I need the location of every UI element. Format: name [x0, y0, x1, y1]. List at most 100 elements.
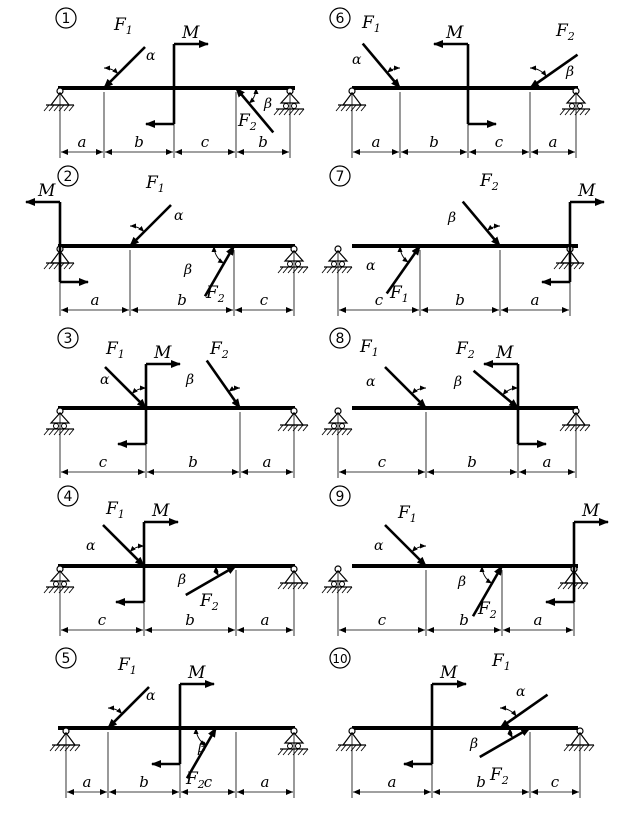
force-1-subscript: 1 — [118, 508, 125, 521]
variant-number: 4 — [64, 489, 73, 505]
force-1-arrow — [499, 693, 549, 730]
roller-support — [321, 245, 353, 274]
segment-label: c — [551, 773, 560, 791]
angle-alpha-label: α — [146, 688, 156, 704]
variant-number-circle — [329, 485, 351, 507]
ground-hatch — [302, 424, 309, 432]
variant-number-circle — [57, 165, 79, 187]
pin-support — [563, 727, 595, 752]
roller-support — [321, 565, 353, 594]
segment-label: a — [372, 133, 381, 151]
moment-label: M — [577, 181, 596, 201]
pin-support — [49, 727, 81, 752]
force-2-label: F2 — [185, 769, 205, 791]
moment-label: M — [153, 343, 172, 363]
ground-hatch — [48, 262, 55, 270]
force-1-arrow — [107, 686, 150, 729]
angle-arc-alpha — [386, 65, 401, 74]
moment-couple: M — [117, 343, 181, 448]
moment-couple: M — [541, 181, 605, 286]
roller-wheel — [53, 581, 59, 587]
ground-hatch — [577, 582, 584, 590]
variant-number: 6 — [336, 11, 345, 27]
roller-wheel — [295, 743, 301, 749]
angle-alpha-label: α — [352, 52, 362, 68]
moment-couple: M — [403, 663, 467, 768]
segment-label: c — [99, 453, 108, 471]
force-1-arrow — [384, 366, 427, 409]
roller-wheel — [287, 261, 293, 267]
roller-wheel — [339, 261, 345, 267]
ground-hatch — [558, 262, 565, 270]
variant-number-circle — [329, 165, 351, 187]
ground-hatch — [53, 586, 60, 594]
ground-hatch — [321, 428, 328, 436]
angle-arc-alpha — [411, 385, 427, 395]
force-1-letter: F — [359, 337, 373, 357]
segment-label: a — [83, 773, 92, 791]
ground-hatch — [331, 266, 338, 274]
force-1-label: F1 — [397, 503, 417, 525]
moment-couple: M — [25, 181, 89, 286]
force-2-label: F2 — [479, 171, 499, 193]
ground-hatch — [588, 744, 595, 752]
roller-wheel — [291, 103, 297, 109]
force-1-arrow — [104, 366, 147, 409]
ground-hatch — [63, 428, 70, 436]
ground-hatch — [278, 108, 285, 116]
segment-label: a — [549, 133, 558, 151]
pin-support — [277, 565, 309, 590]
ground-hatch — [345, 744, 352, 752]
ground-hatch — [335, 104, 342, 112]
ground-hatch — [68, 262, 75, 270]
angle-arc-alpha — [129, 543, 145, 553]
ground-hatch — [74, 744, 81, 752]
variant-number-circle — [55, 7, 77, 29]
ground-hatch — [331, 428, 338, 436]
force-1-arrow — [102, 524, 145, 567]
variant-number: 10 — [332, 652, 347, 666]
segment-label: b — [139, 773, 149, 791]
ground-hatch — [302, 266, 309, 274]
ground-hatch — [326, 266, 333, 274]
segment-label: b — [459, 611, 469, 629]
segment-label: b — [476, 773, 486, 791]
ground-hatch — [335, 744, 342, 752]
angle-arc-beta — [529, 65, 547, 77]
segment-label: b — [467, 453, 477, 471]
ground-hatch — [579, 108, 586, 116]
force-1-subscript: 1 — [372, 346, 379, 359]
segment-label: a — [78, 133, 87, 151]
angle-beta-label: β — [183, 262, 192, 278]
variant-number-circle — [57, 485, 79, 507]
force-2-label: F2 — [209, 339, 229, 361]
moment-couple: M — [483, 343, 547, 448]
ground-hatch — [573, 744, 580, 752]
force-1-subscript: 1 — [504, 660, 511, 673]
ground-hatch — [53, 262, 60, 270]
ground-hatch — [297, 424, 304, 432]
force-2-label: F2 — [455, 339, 475, 361]
angle-alpha-label: α — [146, 48, 156, 64]
ground-hatch — [562, 582, 569, 590]
ground-hatch — [69, 744, 76, 752]
force-1-label: F1 — [113, 15, 133, 37]
ground-hatch — [283, 108, 290, 116]
roller-wheel — [569, 103, 575, 109]
ground-hatch — [564, 108, 571, 116]
ground-hatch — [277, 424, 284, 432]
ground-hatch — [563, 744, 570, 752]
ground-hatch — [584, 424, 591, 432]
roller-wheel — [61, 423, 67, 429]
force-1-letter: F — [105, 339, 119, 359]
force-2-label: F2 — [555, 21, 575, 43]
ground-hatch — [559, 108, 566, 116]
ground-hatch — [341, 586, 348, 594]
force-1-letter: F — [491, 651, 505, 671]
force-2-subscript: 2 — [489, 608, 497, 621]
force-1-subscript: 1 — [410, 512, 417, 525]
